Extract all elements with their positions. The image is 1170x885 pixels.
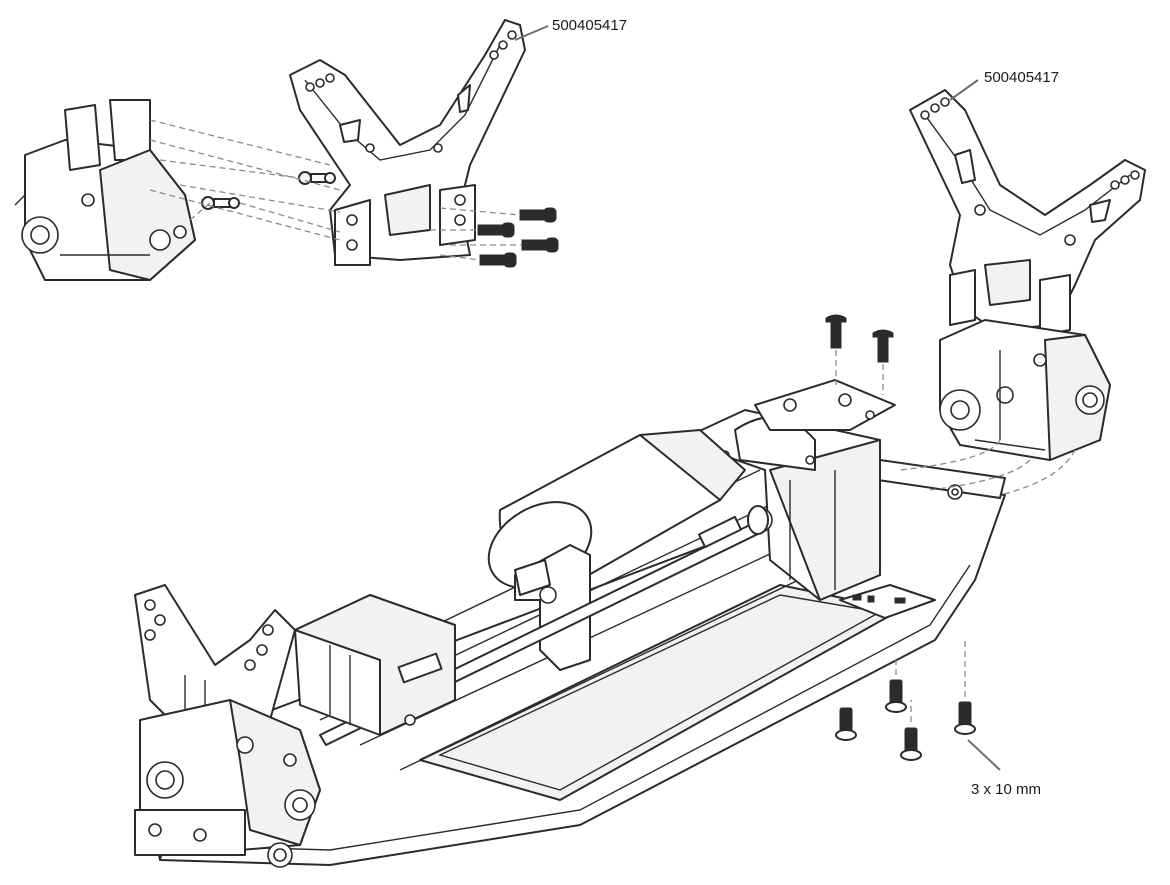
shock-tower-right (909, 89, 1146, 336)
assembly-lines-left (149, 119, 522, 261)
bottom-screw-1 (835, 707, 857, 741)
assembly-lines-right (899, 439, 1076, 496)
bottom-screw-2 (885, 679, 907, 713)
motor-mount (514, 544, 591, 671)
motor (487, 429, 746, 589)
leader-line-screw (967, 739, 1001, 771)
part-number-label-right: 500405417 (984, 69, 1060, 86)
tower-screw-4 (479, 252, 517, 268)
bottom-screw-lines (895, 640, 966, 722)
bottom-screw-3 (900, 727, 922, 761)
tower-screw-1 (519, 207, 557, 223)
leader-line-right (949, 79, 979, 101)
screw-size-label: 3 x 10 mm (971, 781, 1042, 798)
shock-tower-top (289, 19, 526, 266)
top-screw-right (872, 329, 894, 363)
exploded-gearbox-left (14, 99, 196, 281)
assembled-gearbox (134, 699, 321, 868)
tower-screw-2 (477, 222, 515, 238)
top-screw-left (825, 314, 847, 349)
bottom-screw-4 (954, 701, 976, 735)
top-mount-plate (754, 379, 896, 431)
gearbox-right (939, 319, 1111, 461)
part-number-label-top: 500405417 (552, 17, 628, 34)
tower-screw-3 (521, 237, 559, 253)
ball-stud-upper (298, 171, 336, 185)
ball-stud-lower (201, 196, 240, 210)
leader-line-top (514, 25, 549, 41)
